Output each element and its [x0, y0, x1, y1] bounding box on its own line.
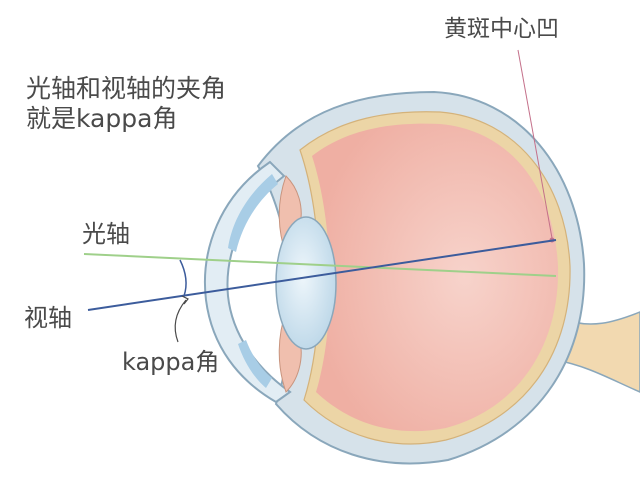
- cornea-tint: [228, 174, 278, 252]
- visual-axis-line: [87, 239, 557, 311]
- lens: [275, 216, 337, 350]
- cornea-tint-lower: [238, 340, 272, 388]
- kappa-angle-arc: [179, 259, 187, 297]
- optical-axis-line: [83, 253, 557, 277]
- visual-axis-label: 视轴: [24, 304, 72, 332]
- optical-axis-label: 光轴: [82, 220, 130, 248]
- kappa-angle-label: kappa角: [122, 348, 220, 376]
- caption-line-2: 就是kappa角: [26, 104, 178, 133]
- caption-line-1: 光轴和视轴的夹角: [26, 74, 227, 103]
- kappa-pointer: [174, 299, 187, 343]
- vitreous-body: [312, 123, 559, 432]
- kappa-pointer-head: [181, 295, 189, 305]
- fovea-leader-line: [517, 49, 553, 239]
- diagram-caption: 光轴和视轴的夹角 就是kappa角: [26, 74, 226, 134]
- fovea-label: 黄斑中心凹: [444, 16, 559, 42]
